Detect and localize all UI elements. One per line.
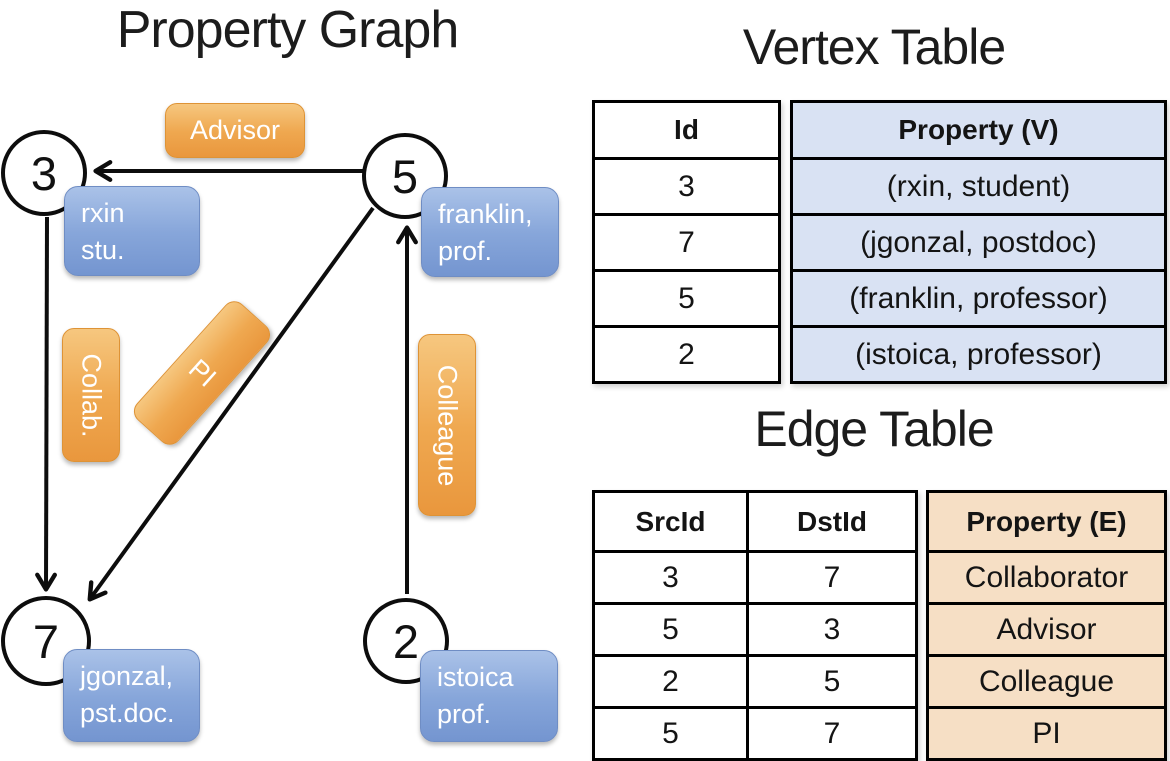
edge-table-id-columns: SrcId DstId 3 7 5 3 2 5 5 7 <box>592 490 918 761</box>
edge-line-pi-5-to-7 <box>87 206 375 602</box>
edge-label-text: Collab. <box>76 352 107 438</box>
vertex-id-label: 3 <box>30 146 58 200</box>
property-text: rxin <box>81 198 125 228</box>
vertex-id-cell: 5 <box>592 269 781 328</box>
table-row: (jgonzal, postdoc) <box>790 213 1167 272</box>
vertex-property-box-3: rxin stu. <box>64 186 200 276</box>
edge-line-collab-3-to-7 <box>35 216 57 592</box>
vertex-table-header-property: Property (V) <box>790 100 1167 160</box>
vertex-property-box-2: istoica prof. <box>420 650 558 742</box>
edge-src-cell: 5 <box>592 706 749 761</box>
vertex-id-cell: 2 <box>592 325 781 384</box>
edge-dst-cell: 5 <box>746 654 918 709</box>
vertex-id-label: 7 <box>32 614 60 668</box>
edge-dst-cell: 7 <box>746 550 918 605</box>
edge-label-colleague: Colleague <box>418 334 476 516</box>
vertex-id-label: 2 <box>392 614 420 668</box>
table-row: 3 7 <box>592 550 918 605</box>
vertex-id-label: 5 <box>391 149 419 203</box>
table-row: Advisor <box>926 602 1167 657</box>
edge-table-header-srcid: SrcId <box>592 490 749 553</box>
edge-property-cell: Advisor <box>926 602 1167 657</box>
table-row: PI <box>926 706 1167 761</box>
table-row: 2 <box>592 325 781 384</box>
edge-table-header-dstid: DstId <box>746 490 918 553</box>
table-row: 5 3 <box>592 602 918 657</box>
edge-property-cell: Colleague <box>926 654 1167 709</box>
property-text: pst.doc. <box>80 698 175 729</box>
table-row: Collaborator <box>926 550 1167 605</box>
vertex-node-2: 2 <box>363 598 449 684</box>
vertex-table-property-column: Property (V) (rxin, student) (jgonzal, p… <box>790 100 1167 384</box>
edge-label-collab: Collab. <box>62 328 120 462</box>
edge-label-advisor: Advisor <box>165 103 305 158</box>
vertex-id-cell: 7 <box>592 213 781 272</box>
edge-label-text: Colleague <box>432 364 463 486</box>
property-text: istoica <box>437 662 514 692</box>
edge-src-cell: 3 <box>592 550 749 605</box>
vertex-property-cell: (istoica, professor) <box>790 325 1167 384</box>
vertex-table-id-column: Id 3 7 5 2 <box>592 100 781 384</box>
edge-table-title: Edge Table <box>754 401 994 457</box>
edge-src-cell: 5 <box>592 602 749 657</box>
edge-label-text: Advisor <box>189 115 281 145</box>
edge-dst-cell: 7 <box>746 706 918 761</box>
vertex-node-5: 5 <box>362 133 448 219</box>
table-row: (rxin, student) <box>790 157 1167 216</box>
table-row: 5 <box>592 269 781 328</box>
property-text: jgonzal, <box>80 661 174 691</box>
vertex-property-cell: (jgonzal, postdoc) <box>790 213 1167 272</box>
vertex-property-cell: (franklin, professor) <box>790 269 1167 328</box>
vertex-id-cell: 3 <box>592 157 781 216</box>
vertex-property-box-5: franklin, prof. <box>421 187 559 277</box>
table-row: (franklin, professor) <box>790 269 1167 328</box>
property-text: prof. <box>437 699 492 730</box>
property-text: stu. <box>81 235 125 266</box>
vertex-table-title: Vertex Table <box>742 19 1006 75</box>
property-text: prof. <box>438 236 493 267</box>
table-row: 3 <box>592 157 781 216</box>
edge-table-header-property: Property (E) <box>926 490 1167 553</box>
vertex-table-header-id: Id <box>592 100 781 160</box>
edge-property-cell: PI <box>926 706 1167 761</box>
property-text: franklin, <box>438 199 533 229</box>
edge-table-property-column: Property (E) Collaborator Advisor Collea… <box>926 490 1167 761</box>
table-row: 5 7 <box>592 706 918 761</box>
table-row: 2 5 <box>592 654 918 709</box>
table-row: (istoica, professor) <box>790 325 1167 384</box>
edge-dst-cell: 3 <box>746 602 918 657</box>
edge-property-cell: Collaborator <box>926 550 1167 605</box>
vertex-property-cell: (rxin, student) <box>790 157 1167 216</box>
graph-edges-svg <box>35 160 418 602</box>
table-row: 7 <box>592 213 781 272</box>
property-graph-title: Property Graph <box>116 1 460 59</box>
vertex-property-box-7: jgonzal, pst.doc. <box>63 649 200 742</box>
edge-src-cell: 2 <box>592 654 749 709</box>
edge-label-text: PI <box>182 352 222 393</box>
table-row: Colleague <box>926 654 1167 709</box>
